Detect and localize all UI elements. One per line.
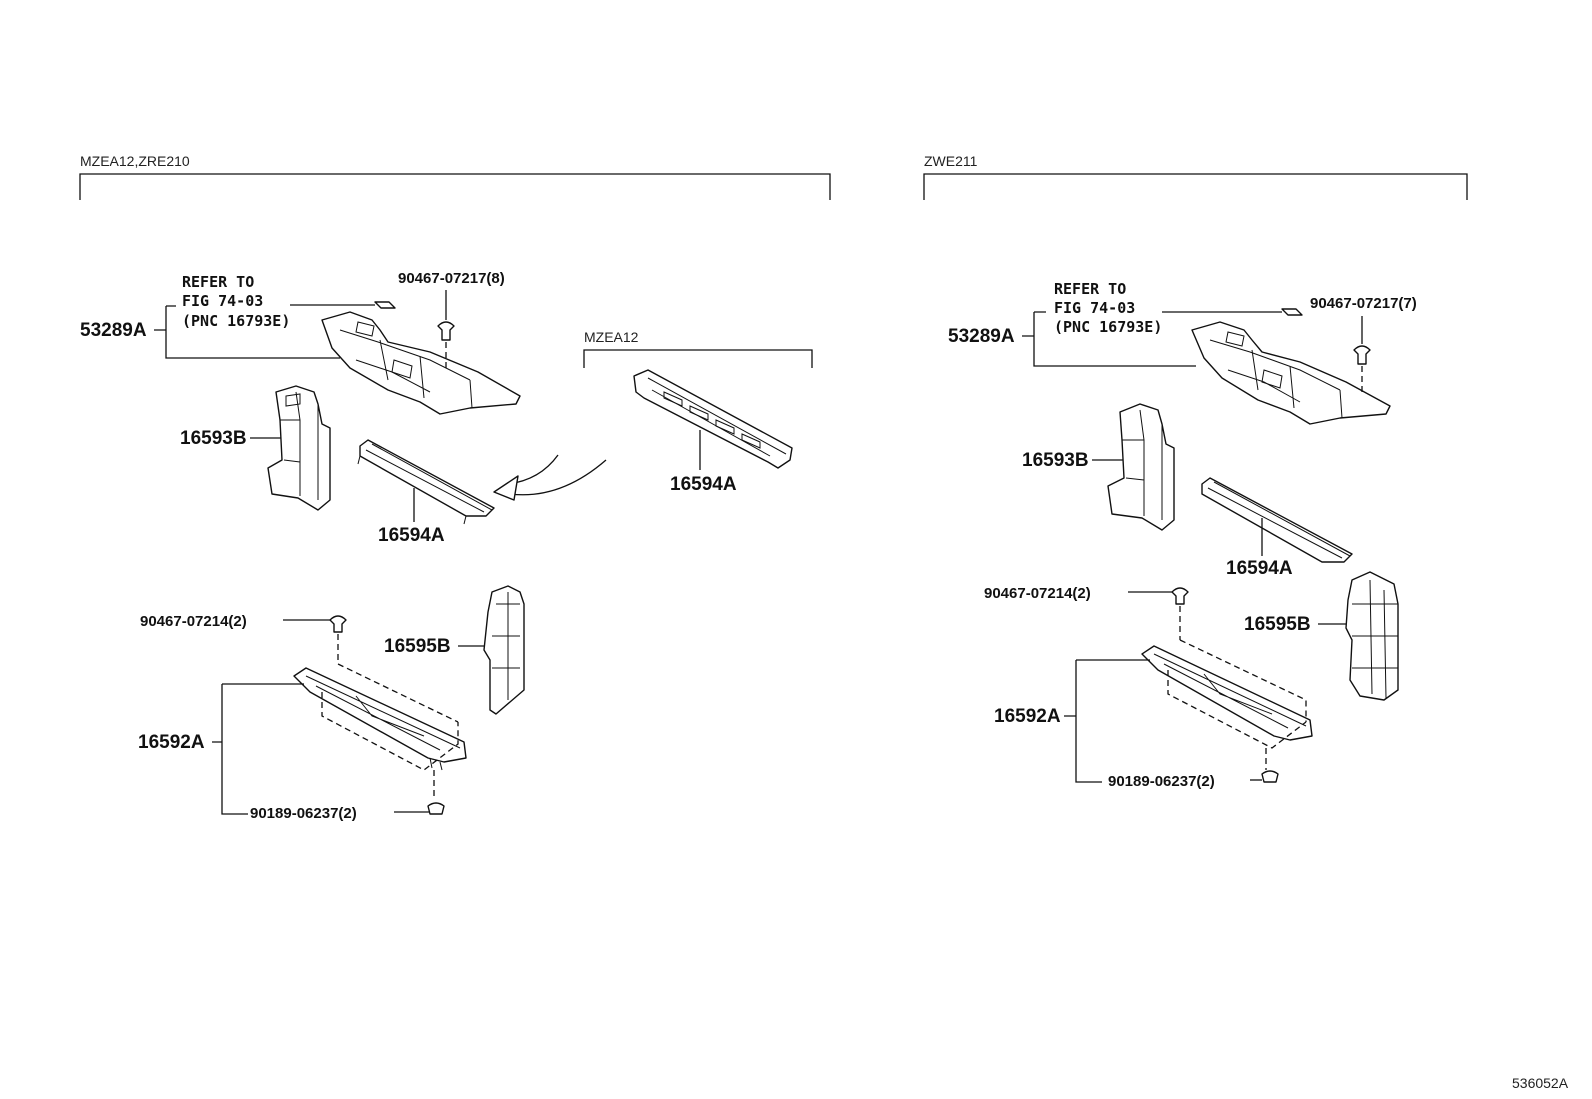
grommet-icon (427, 802, 445, 815)
label-16595b-left: 16595B (384, 636, 451, 657)
label-53289a-left: 53289A (80, 320, 147, 341)
grommet-icon (1261, 770, 1279, 783)
svg-text:FIG 74-03: FIG 74-03 (182, 292, 263, 310)
svg-text:REFER TO: REFER TO (1054, 280, 1126, 298)
side-deflector-b-part-right (1345, 571, 1399, 701)
group-bracket-right (923, 173, 1468, 200)
under-cover-part-right (1141, 645, 1313, 741)
clip-icon (437, 321, 455, 341)
leader-16592a-right (1064, 659, 1150, 783)
under-cover-part (293, 667, 467, 771)
label-90467-07217-7: 90467-07217(7) (1310, 295, 1417, 312)
seal-strip-part-right (1201, 477, 1353, 563)
clip-icon (1353, 345, 1371, 365)
svg-text:REFER TO: REFER TO (182, 273, 254, 291)
seal-strip-part (357, 439, 495, 525)
sticker-icon (1281, 308, 1303, 316)
sub-group-label: MZEA12 (584, 329, 639, 345)
dash-outline-right (1167, 639, 1307, 749)
side-deflector-b-part (483, 585, 525, 715)
sub-seal-part (633, 369, 793, 469)
figure-id: 536052A (1512, 1075, 1569, 1091)
upper-cover-part-right (1191, 321, 1391, 425)
side-deflector-part-right (1107, 403, 1175, 531)
svg-text:FIG 74-03: FIG 74-03 (1054, 299, 1135, 317)
group-bracket-left (79, 173, 831, 200)
upper-cover-part (321, 311, 521, 415)
refer-note-left: REFER TO FIG 74-03 (PNC 16793E) (182, 273, 290, 330)
svg-text:(PNC 16793E): (PNC 16793E) (1054, 318, 1162, 336)
sub-group-bracket (583, 349, 813, 368)
leader-16592a-left (212, 683, 304, 815)
arrow-head-icon (493, 475, 519, 501)
leader-53289a-right (1022, 311, 1196, 367)
group-label-right: ZWE211 (924, 153, 978, 169)
arrow-curve (509, 459, 607, 496)
clip-icon (1171, 587, 1189, 605)
label-16594a-left: 16594A (378, 525, 445, 546)
leader-53289a-left (154, 305, 340, 359)
label-90467-07217-8: 90467-07217(8) (398, 270, 505, 287)
group-label-left: MZEA12,ZRE210 (80, 153, 190, 169)
label-16594a-right: 16594A (1226, 558, 1293, 579)
label-53289a-right: 53289A (948, 326, 1015, 347)
dash-outline-left (321, 663, 459, 771)
refer-note-right: REFER TO FIG 74-03 (PNC 16793E) (1054, 280, 1162, 336)
label-16593b-left: 16593B (180, 428, 247, 449)
label-90189-left: 90189-06237(2) (250, 805, 357, 822)
clip-icon (329, 615, 347, 633)
label-90189-right: 90189-06237(2) (1108, 773, 1215, 790)
label-16593b-right: 16593B (1022, 450, 1089, 471)
label-16592a-left: 16592A (138, 732, 205, 753)
label-16592a-right: 16592A (994, 706, 1061, 727)
sticker-icon (374, 301, 396, 309)
side-deflector-part (267, 385, 331, 511)
label-90467-07214-left: 90467-07214(2) (140, 613, 247, 630)
label-90467-07214-right: 90467-07214(2) (984, 585, 1091, 602)
label-16594a-sub: 16594A (670, 474, 737, 495)
svg-text:(PNC 16793E): (PNC 16793E) (182, 312, 290, 330)
label-16595b-right: 16595B (1244, 614, 1311, 635)
